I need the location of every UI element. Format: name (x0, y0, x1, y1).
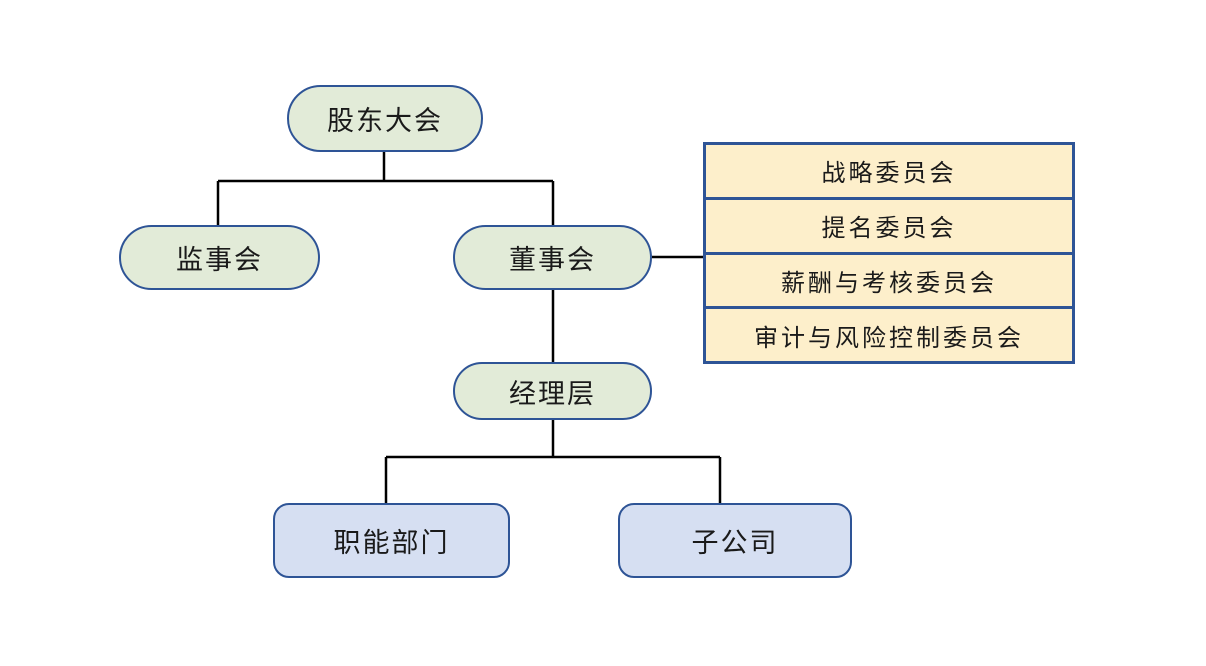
committee-row-remuneration-appraisal[interactable]: 薪酬与考核委员会 (706, 254, 1072, 310)
node-management[interactable]: 经理层 (453, 362, 652, 420)
node-subsidiaries[interactable]: 子公司 (618, 503, 852, 578)
committee-table: 战略委员会 提名委员会 薪酬与考核委员会 审计与风险控制委员会 (703, 142, 1075, 364)
committee-row-strategy[interactable]: 战略委员会 (706, 145, 1072, 200)
committee-row-audit-risk-control[interactable]: 审计与风险控制委员会 (706, 309, 1072, 361)
node-board-of-directors[interactable]: 董事会 (453, 225, 652, 290)
node-functional-departments[interactable]: 职能部门 (273, 503, 510, 578)
committee-row-nomination[interactable]: 提名委员会 (706, 199, 1072, 255)
node-board-of-supervisors[interactable]: 监事会 (119, 225, 320, 290)
node-shareholders-meeting[interactable]: 股东大会 (287, 85, 483, 152)
